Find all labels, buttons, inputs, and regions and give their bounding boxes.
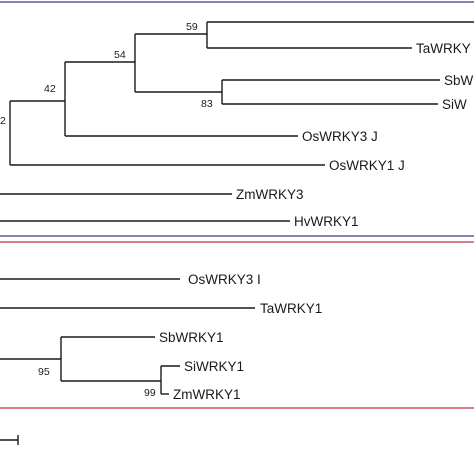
taxon-zm1: ZmWRKY1	[173, 387, 241, 402]
taxon-zm3: ZmWRKY3	[236, 187, 304, 202]
taxon-si: SiW	[442, 97, 467, 112]
taxon-ta: TaWRKY	[416, 41, 471, 56]
scale-bar	[0, 435, 19, 445]
taxon-os3i: OsWRKY3 I	[188, 272, 261, 287]
support-n54: 54	[114, 49, 126, 61]
support-n99: 99	[144, 387, 156, 399]
taxon-os3j: OsWRKY3 J	[302, 129, 378, 144]
taxon-sb: SbW	[444, 73, 474, 88]
taxon-hv1: HvWRKY1	[294, 214, 359, 229]
upper-clade-branches	[0, 21, 474, 222]
lower-clade-branches	[0, 278, 255, 395]
support-n95: 95	[38, 366, 50, 378]
taxon-os1j: OsWRKY1 J	[329, 158, 405, 173]
support-n59: 59	[186, 21, 198, 33]
support-root: 2	[0, 115, 6, 127]
taxon-si1: SiWRKY1	[184, 359, 244, 374]
taxon-ta1: TaWRKY1	[260, 301, 322, 316]
support-n83: 83	[201, 98, 213, 110]
support-n42: 42	[44, 83, 56, 95]
taxon-sb1: SbWRKY1	[159, 330, 224, 345]
